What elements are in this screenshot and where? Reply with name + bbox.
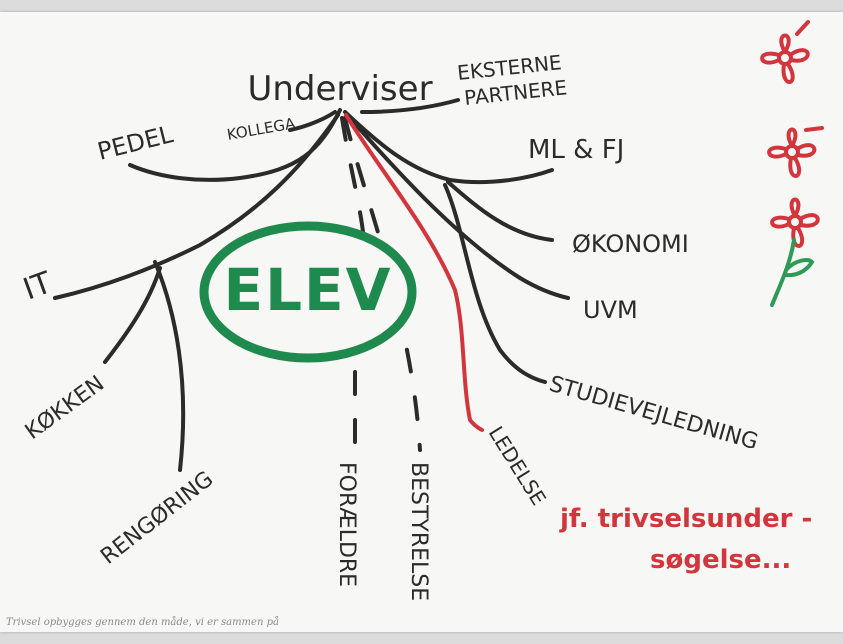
branch-kollega — [288, 110, 337, 132]
note-line-2: søgelse... — [650, 545, 791, 575]
label-bestyrelse: BESTYRELSE — [406, 462, 431, 601]
center-node: ELEV — [199, 221, 417, 363]
branch-it — [53, 113, 340, 300]
red-line-ledelse — [344, 113, 484, 432]
flower-icon — [767, 126, 824, 178]
branch-ml-fj — [343, 110, 554, 185]
label-rengoring: RENGØRING — [96, 467, 218, 570]
whiteboard-sheet — [0, 12, 843, 632]
branch-lines — [53, 98, 570, 472]
branch-okonomi — [446, 180, 554, 242]
branch-eksterne — [360, 98, 460, 114]
top-label-underviser: Underviser — [247, 69, 432, 109]
branch-uvm — [348, 116, 570, 300]
footer-note: Trivsel opbygges gennem den måde, vi er … — [6, 616, 279, 628]
center-label: ELEV — [223, 256, 392, 324]
label-studievejledning: STUDIEVEJLEDNING — [546, 372, 760, 456]
flower-icon — [760, 20, 810, 84]
label-kollega: KOLLEGA — [226, 114, 298, 144]
center-ellipse — [199, 221, 417, 363]
note-line-1: jf. trivselsunder - — [559, 504, 812, 534]
branch-rengoring — [153, 260, 186, 472]
label-ledelse: LEDELSE — [484, 422, 551, 510]
label-kokken: KØKKEN — [21, 371, 109, 445]
label-pedel: PEDEL — [95, 120, 177, 166]
branch-kokken — [103, 266, 162, 364]
flower-icon — [770, 197, 820, 307]
label-foraeldre: FORÆLDRE — [334, 462, 359, 587]
label-okonomi: ØKONOMI — [572, 230, 689, 258]
label-it: IT — [19, 265, 57, 307]
label-ml-fj: ML & FJ — [528, 135, 624, 165]
dashed-line-foraeldre — [340, 116, 367, 262]
branch-studievejledning — [443, 183, 547, 384]
label-uvm: UVM — [583, 296, 638, 324]
